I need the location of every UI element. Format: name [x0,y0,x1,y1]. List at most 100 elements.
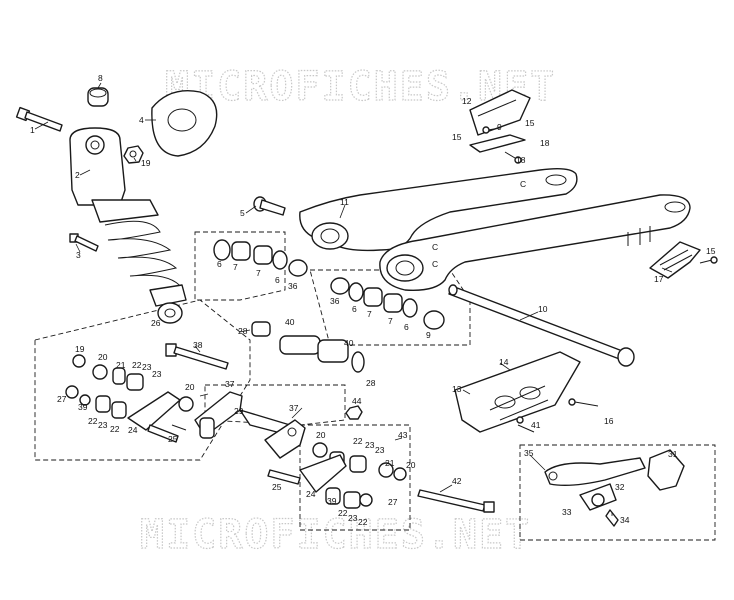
callout-40: 40 [344,338,354,348]
callout-6: 6 [217,259,222,269]
callout-22: 22 [338,508,348,518]
callout-23: 23 [98,420,108,430]
axle-10 [448,284,635,367]
bearing-stack-lower [330,277,445,330]
svg-text:C: C [432,242,438,252]
callout-labels: 1 2 3 4 5 6 6 6 6 7 7 7 7 8 9 9 10 11 12… [30,73,716,527]
callout-11: 11 [340,197,349,207]
svg-text:C: C [520,179,526,189]
callout-27: 27 [57,394,67,404]
guard-17 [649,241,701,279]
callout-39: 39 [78,402,88,412]
callout-13: 13 [452,384,462,394]
callout-18: 18 [540,138,550,148]
callout-27: 27 [388,497,398,507]
callout-7: 7 [388,316,393,326]
bracket-assembly-35 [544,449,685,527]
callout-6: 6 [352,304,357,314]
bolt-42 [417,489,495,513]
callout-16: 16 [604,416,614,426]
callout-22: 22 [132,360,142,370]
callout-15: 15 [706,246,716,256]
callout-23: 23 [375,445,385,455]
callout-22: 22 [353,436,363,446]
callout-31: 31 [668,449,678,459]
callout-42: 42 [452,476,462,486]
callout-15: 15 [525,118,535,128]
callout-9: 9 [426,330,431,340]
callout-18: 18 [516,155,526,165]
callout-20: 20 [406,460,416,470]
callout-12: 12 [462,96,472,106]
callout-6: 6 [275,275,280,285]
leader-lines [34,82,673,516]
callout-22: 22 [110,424,120,434]
callout-32: 32 [615,482,625,492]
chain-slider-13 [454,351,581,433]
callout-8: 8 [98,73,103,83]
callout-24: 24 [128,425,138,435]
callout-40: 40 [285,317,295,327]
callout-23: 23 [142,362,152,372]
callout-37: 37 [225,379,235,389]
callout-22: 22 [358,517,368,527]
callout-3: 3 [76,250,81,260]
swing-arm-11: C C C [299,167,691,291]
callout-20: 20 [98,352,108,362]
callout-19: 19 [141,158,151,168]
linkage-parts-left [65,354,243,443]
callout-35: 35 [524,448,534,458]
shock-absorber [69,127,187,324]
callout-23: 23 [365,440,375,450]
small-fasteners [171,126,718,433]
nut-44 [345,405,363,420]
linkage-parts-lower [299,442,407,509]
callout-29: 29 [234,406,244,416]
callout-22: 22 [88,416,98,426]
callout-23: 23 [348,513,358,523]
callout-10: 10 [538,304,548,314]
callout-43: 43 [398,430,408,440]
callout-21: 21 [116,360,126,370]
callout-14: 14 [499,357,509,367]
callout-44: 44 [352,396,362,406]
callout-36: 36 [330,296,340,306]
callout-37: 37 [289,403,299,413]
bolt-38 [165,343,229,370]
callout-9: 9 [497,122,502,132]
rubber-pad-4 [151,90,218,157]
callout-19: 19 [75,344,85,354]
callout-7: 7 [256,268,261,278]
callout-25: 25 [168,434,178,444]
callout-36: 36 [288,281,298,291]
callout-26: 26 [151,318,161,328]
callout-23: 23 [152,369,162,379]
linkage-arm-37 [239,409,306,485]
callout-15: 15 [452,132,462,142]
callout-39: 39 [327,496,337,506]
bolt-1 [15,106,63,132]
linkage-bearing-40 [251,321,365,373]
callout-7: 7 [233,262,238,272]
callout-24: 24 [306,489,316,499]
callout-20: 20 [316,430,326,440]
svg-text:C: C [432,259,438,269]
bearing-stack-upper [213,239,308,277]
callout-21: 21 [385,458,395,468]
bolt-3 [69,233,99,252]
callout-25: 25 [272,482,282,492]
callout-7: 7 [367,309,372,319]
callout-4: 4 [139,115,144,125]
callout-17: 17 [654,274,664,284]
callout-2: 2 [75,170,80,180]
callout-28: 28 [238,326,248,336]
callout-41: 41 [531,420,541,430]
callout-1: 1 [30,125,35,135]
callout-5: 5 [240,208,245,218]
bolt-5 [253,196,286,216]
callout-38: 38 [193,340,203,350]
nut-19-top [123,145,144,164]
callout-33: 33 [562,507,572,517]
callout-34: 34 [620,515,630,525]
